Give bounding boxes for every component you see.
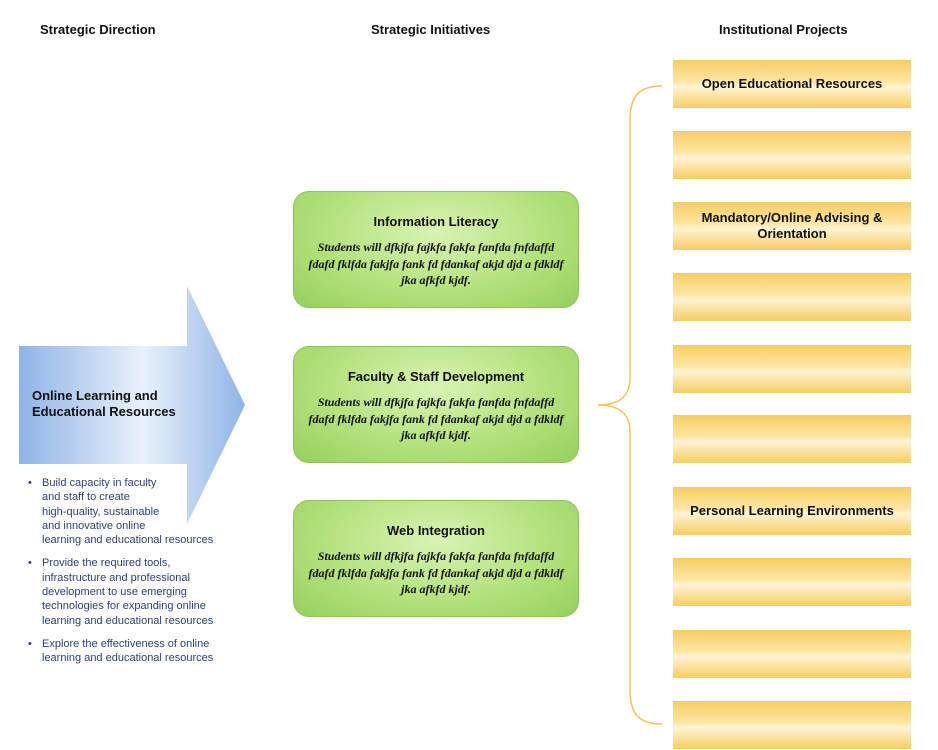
bullet-item: Build capacity in faculty and staff to c… (28, 476, 238, 547)
bullet-item: Provide the required tools, infrastructu… (28, 556, 238, 627)
project-placeholder (673, 701, 911, 749)
project-open-educational-resources: Open Educational Resources (673, 60, 911, 108)
initiative-title: Web Integration (387, 523, 485, 538)
bullet-item: Explore the effectiveness of online lear… (28, 637, 238, 666)
project-placeholder (673, 558, 911, 606)
initiative-title: Faculty & Staff Development (347, 369, 525, 384)
project-mandatory-online-advising: Mandatory/Online Advising & Orientation (673, 202, 911, 250)
strategic-direction-label: Online Learning and Educational Resource… (32, 388, 176, 419)
header-strategic-initiatives: Strategic Initiatives (371, 22, 491, 37)
initiative-faculty-staff-development: Faculty & Staff Development Students wil… (293, 346, 579, 463)
project-placeholder (673, 131, 911, 179)
direction-bullet-list: Build capacity in faculty and staff to c… (28, 476, 238, 675)
project-placeholder (673, 630, 911, 678)
initiative-description: Students will dfkjfa fajkfa fakfa fanfda… (308, 549, 564, 596)
projects-brace (597, 85, 663, 725)
initiative-web-integration: Web Integration Students will dfkjfa faj… (293, 500, 579, 617)
initiative-description: Students will dfkjfa fajkfa fakfa fanfda… (308, 395, 564, 442)
project-placeholder (673, 345, 911, 393)
project-personal-learning-environments: Personal Learning Environments (673, 487, 911, 535)
direction-arrow-shape (19, 286, 245, 524)
initiative-description: Students will dfkjfa fajkfa fakfa fanfda… (308, 240, 564, 287)
header-institutional-projects: Institutional Projects (719, 22, 848, 37)
header-strategic-direction: Strategic Direction (40, 22, 156, 37)
initiative-information-literacy: Information Literacy Students will dfkjf… (293, 191, 579, 308)
project-placeholder (673, 415, 911, 463)
project-placeholder (673, 273, 911, 321)
initiative-title: Information Literacy (373, 214, 499, 229)
